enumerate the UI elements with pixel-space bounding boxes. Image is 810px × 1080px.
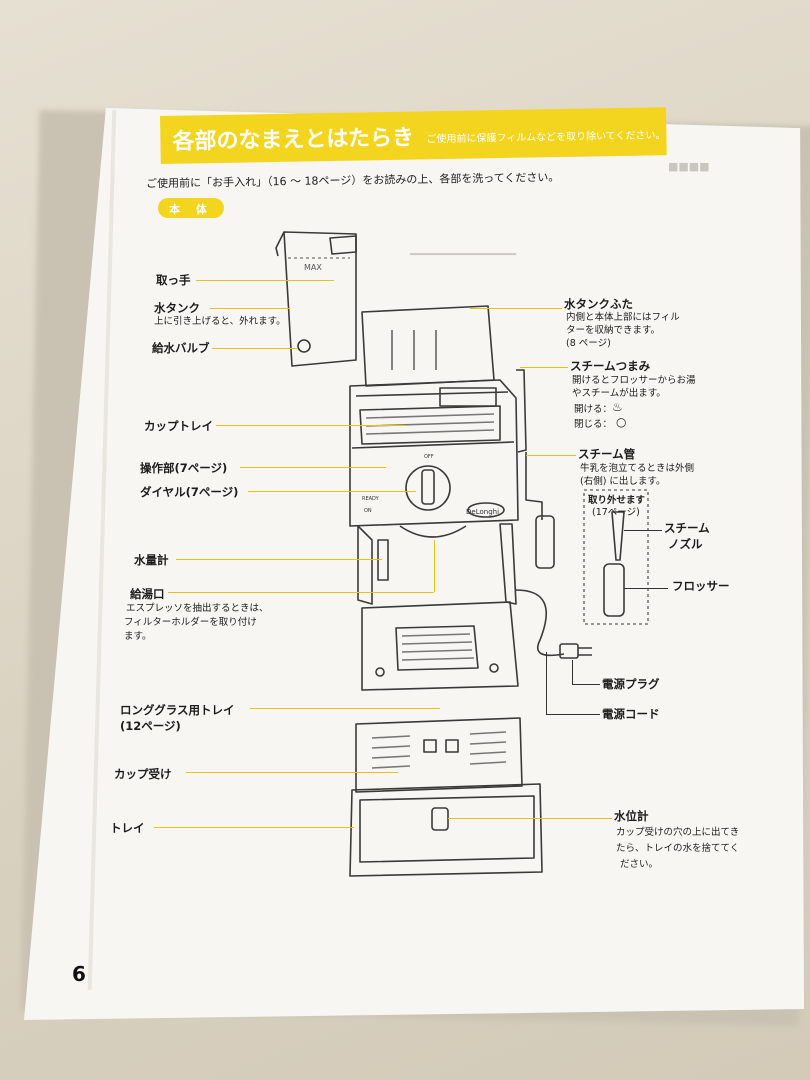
leader-dial	[248, 491, 416, 492]
label-cup-tray: カップトレイ	[144, 419, 213, 433]
leader-cord-vertical	[546, 652, 547, 714]
label-outlet: 給湯口	[130, 587, 165, 601]
tray-drawing	[349, 783, 543, 877]
label-frother: フロッサー	[672, 579, 730, 593]
power-cord-drawing	[515, 589, 565, 657]
label-water-tank-desc: 上に引き上げると、外れます。	[154, 316, 286, 327]
cup-rest-drawing	[355, 717, 523, 793]
cup-tray-drawing	[359, 405, 501, 445]
steam-knob-drawing	[516, 369, 527, 453]
label-steam-knob: スチームつまみ	[570, 359, 651, 373]
label-outlet-desc-2: フィルターホルダーを取り付け	[124, 617, 257, 628]
bleed-through-text: ■■■■	[668, 160, 710, 173]
label-cup-rest: カップ受け	[114, 767, 172, 781]
label-tray: トレイ	[110, 821, 145, 835]
dial-drawing	[405, 465, 451, 511]
steam-pipe-drawing	[525, 452, 543, 520]
section-badge: 本 体	[158, 198, 224, 218]
tank-top-edge	[275, 231, 285, 257]
frother-drawing	[603, 563, 625, 617]
label-steam-knob-desc-1: 開けるとフロッサーからお湯	[572, 375, 696, 386]
label-tank-lid: 水タンクふた	[564, 297, 633, 311]
leader-plug	[572, 684, 600, 685]
level-gauge-drawing	[431, 807, 449, 831]
label-tank-lid-desc-2: ターを収納できます。	[566, 325, 661, 336]
label-steam-nozzle-2: ノズル	[668, 537, 703, 551]
leader-outlet	[168, 592, 434, 593]
on-mark: ON	[364, 508, 372, 514]
bleed-through-text: ━━━━━━━━━━━━━━━━	[410, 248, 516, 261]
close-symbol-icon: ○	[616, 415, 627, 429]
label-dial: ダイヤル(7ページ)	[140, 485, 239, 499]
label-close: 閉じる：	[574, 419, 613, 430]
label-tank-lid-desc-1: 内側と本体上部にはフィル	[566, 312, 680, 323]
label-steam-nozzle-1: スチーム	[664, 521, 710, 535]
label-removable-2: (17ページ)	[592, 507, 640, 518]
label-level-desc-3: ださい。	[620, 859, 659, 870]
manual-page	[24, 108, 804, 1020]
brand-mark: DeLonghi	[466, 508, 499, 516]
leader-control	[240, 467, 386, 468]
label-steam-knob-desc-2: やスチームが出ます。	[572, 388, 666, 399]
leader-water-tank	[210, 308, 290, 309]
leader-tank-lid	[470, 308, 562, 309]
long-glass-tray-drawing	[361, 601, 519, 691]
valve-drawing	[297, 339, 311, 353]
page-number: 6	[72, 962, 86, 986]
label-water-gauge: 水量計	[134, 553, 169, 567]
leader-steam-pipe	[526, 455, 576, 456]
label-tank-lid-desc-3: (8 ページ)	[566, 338, 611, 349]
label-outlet-desc-3: ます。	[124, 631, 152, 642]
leader-cup-rest	[186, 772, 398, 773]
leader-cord	[546, 714, 600, 715]
removable-box	[583, 489, 649, 625]
power-plug-drawing	[559, 643, 579, 659]
label-valve: 給水バルブ	[152, 341, 210, 355]
tank-opening	[439, 387, 497, 407]
steam-nozzle-drawing	[611, 511, 625, 561]
label-plug: 電源プラグ	[602, 677, 660, 691]
leader-long-glass-tray	[250, 708, 440, 709]
label-outlet-desc-1: エスプレッソを抽出するときは、	[126, 603, 269, 614]
leader-steam-knob	[520, 367, 568, 368]
label-steam-pipe: スチーム管	[578, 447, 636, 461]
label-control: 操作部(7ページ)	[140, 461, 228, 475]
tank-handle-drawing	[329, 235, 357, 255]
ready-mark: READY	[362, 496, 380, 502]
leader-valve	[212, 348, 298, 349]
leader-water-gauge	[176, 559, 382, 560]
label-long-glass-tray-2: (12ページ)	[120, 719, 181, 733]
leader-outlet-vertical	[434, 540, 435, 592]
label-level-desc-2: たら、トレイの水を捨ててく	[616, 843, 740, 854]
tank-lid-drawing	[361, 305, 495, 387]
leader-cup-tray	[216, 425, 406, 426]
section-badge-label: 本 体	[169, 203, 213, 216]
leader-level-gauge	[448, 818, 612, 819]
machine-body	[349, 379, 519, 527]
leader-tray	[154, 827, 354, 828]
open-symbol-icon: ♨	[612, 400, 623, 414]
brand-badge-drawing	[467, 502, 505, 518]
leader-plug-vertical	[572, 660, 573, 684]
label-level-desc-1: カップ受けの穴の上に出てき	[616, 827, 740, 838]
label-level-gauge: 水位計	[614, 809, 649, 823]
water-gauge-drawing	[377, 539, 389, 581]
label-open: 開ける：	[574, 404, 613, 415]
leader-steam-nozzle	[624, 530, 662, 531]
label-handle: 取っ手	[156, 273, 191, 287]
label-removable-1: 取り外せます	[588, 495, 646, 506]
label-long-glass-tray-1: ロンググラス用トレイ	[120, 703, 235, 717]
outlet-drawing	[399, 525, 467, 538]
label-water-tank: 水タンク	[154, 301, 200, 315]
label-steam-pipe-desc-2: (右側) に出します。	[580, 476, 666, 487]
leader-frother	[624, 588, 668, 589]
water-tank-drawing	[283, 231, 357, 367]
off-mark: OFF	[424, 454, 434, 460]
max-mark: MAX	[304, 263, 322, 272]
label-steam-pipe-desc-1: 牛乳を泡立てるときは外側	[580, 463, 695, 474]
leader-handle	[196, 280, 334, 281]
label-cord: 電源コード	[602, 707, 660, 721]
